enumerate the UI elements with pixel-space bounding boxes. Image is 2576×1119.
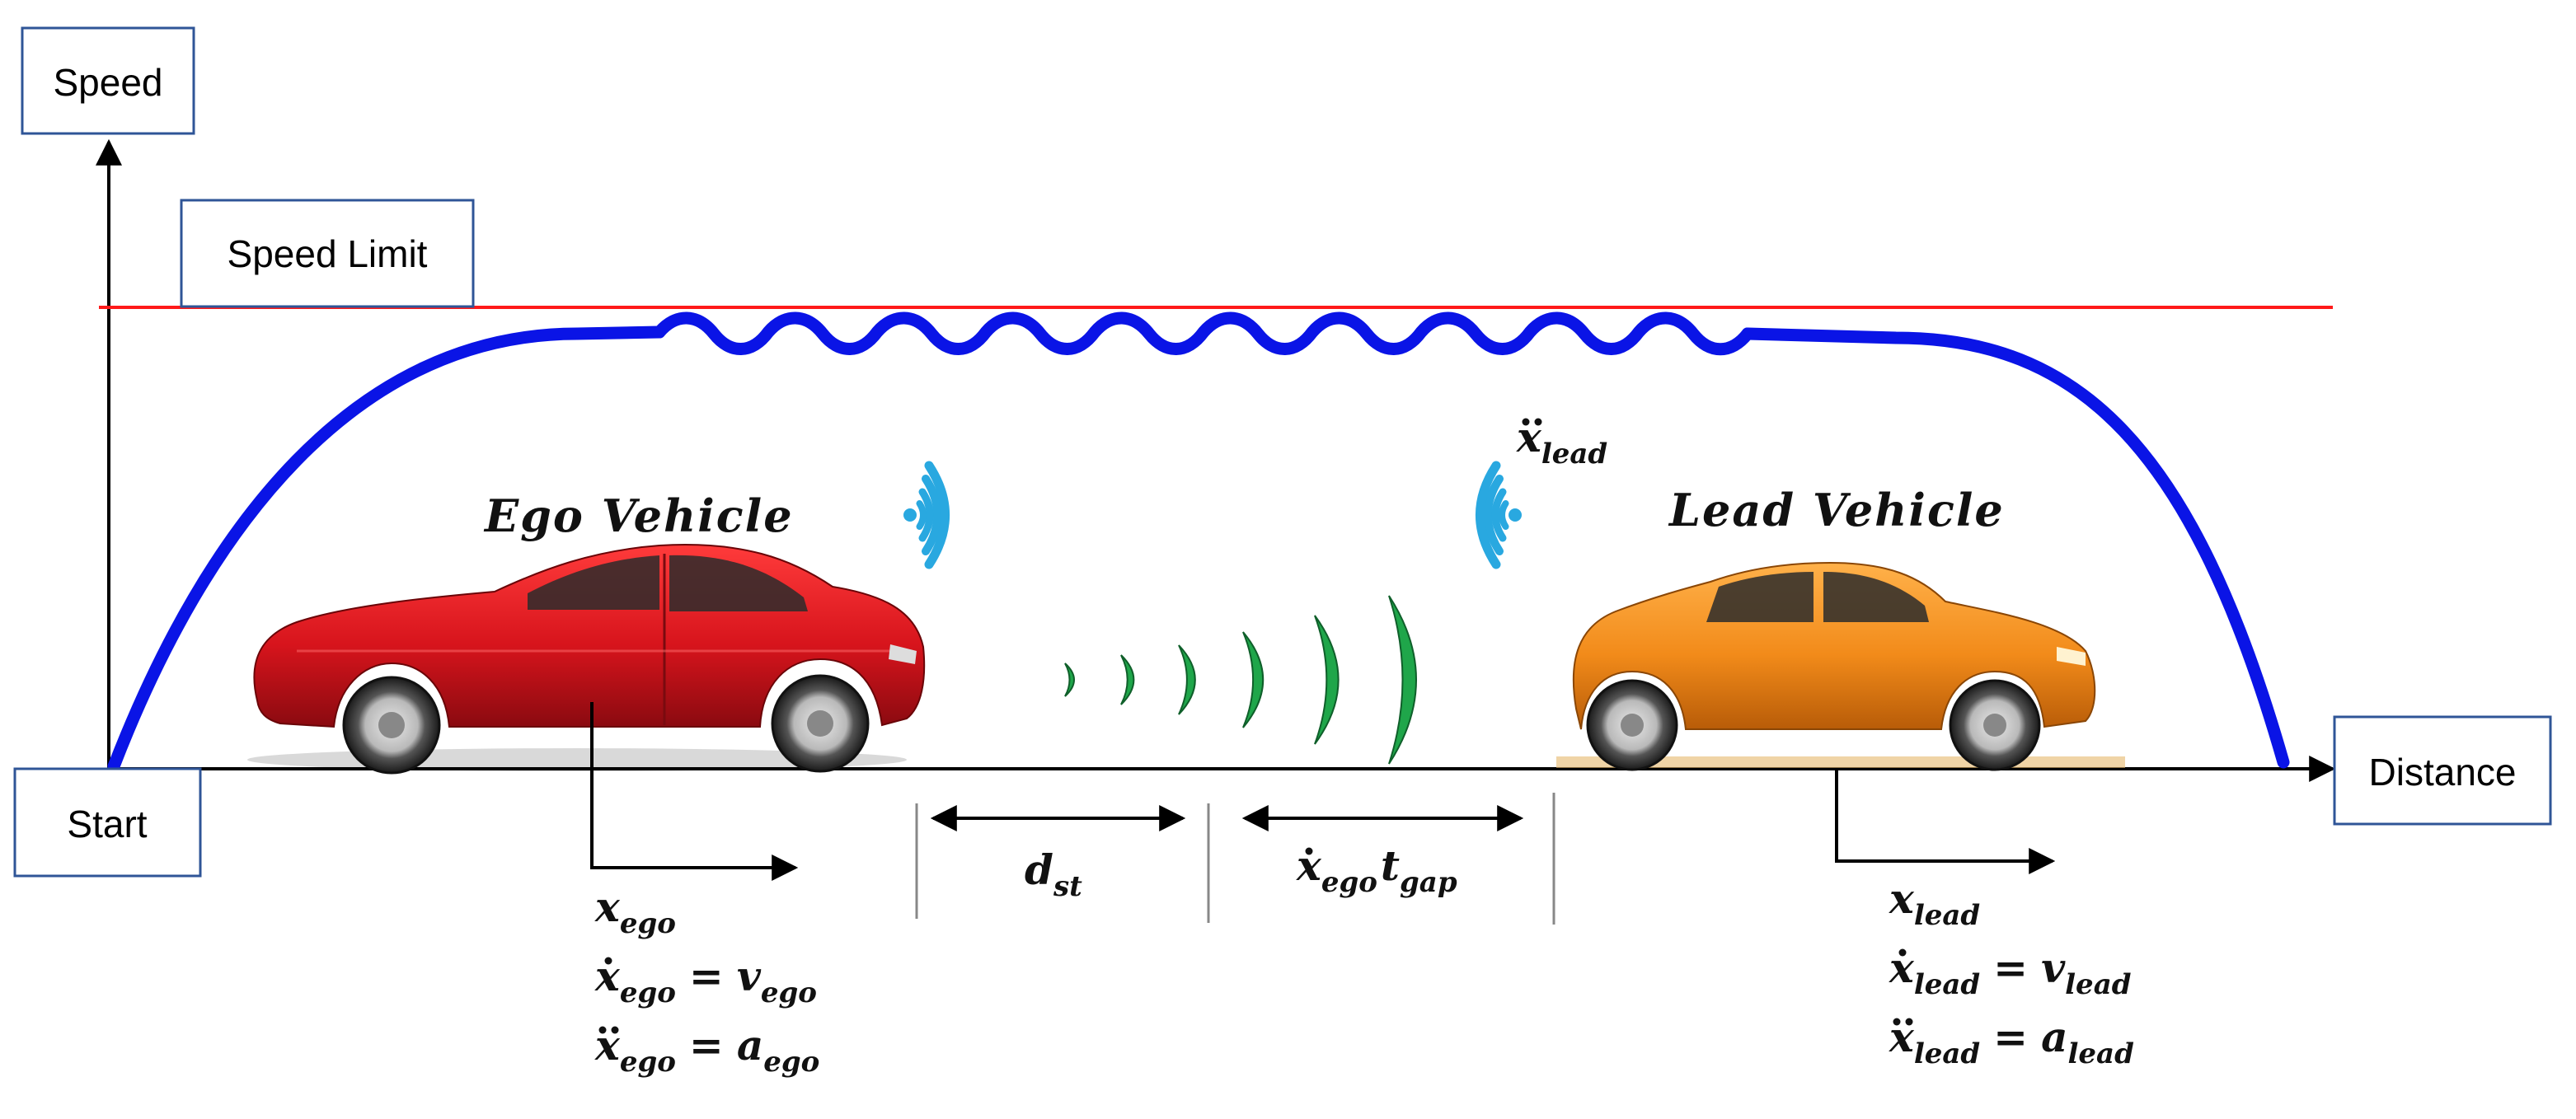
radar-arc [1178, 644, 1196, 715]
eq-alead-rhs: a [2041, 1013, 2067, 1061]
signal-dot [903, 508, 917, 522]
distance-label-box: Distance [2333, 715, 2552, 826]
start-label-box: Start [13, 767, 202, 878]
eq-xlead-acc-sub: lead [1541, 438, 1608, 471]
signal-arc [1498, 500, 1509, 530]
signal-arc [1476, 461, 1501, 569]
time-gap-label: xegotgap [1296, 841, 1457, 899]
svg-text:xlead: xlead [1516, 413, 1607, 471]
eq-dst-sub: st [1053, 870, 1082, 903]
eq-vlead-op: = [1993, 943, 2028, 992]
radar-wave-icon [1064, 595, 1417, 765]
eq-alead-op: = [1993, 1013, 2028, 1061]
eq-gap-base2: t [1381, 841, 1400, 890]
eq-vlead-lhs-sub: lead [1914, 968, 1981, 1001]
speed-profile-curve [107, 325, 666, 773]
eq-alead-rhs-sub: lead [2067, 1037, 2134, 1070]
eq-xego-sub: ego [620, 907, 676, 940]
speed-limit-label-box: Speed Limit [180, 199, 475, 308]
signal-dot [1509, 508, 1522, 522]
eq-aego-op: = [689, 1021, 724, 1070]
svg-text:xegotgap: xegotgap [1296, 841, 1457, 899]
lead-vehicle-title: Lead Vehicle [1668, 484, 2005, 536]
svg-text:xego=aego: xego=aego [594, 1021, 819, 1079]
lead-position-eq: xlead [1889, 874, 1980, 932]
eq-vego-rhs-sub: ego [761, 976, 817, 1009]
distance-label: Distance [2369, 751, 2517, 794]
lead-signal-icon [1476, 461, 1522, 569]
signal-arc [924, 461, 950, 569]
eq-aego-lhs-sub: ego [620, 1046, 676, 1079]
eq-vlead-rhs-sub: lead [2065, 968, 2132, 1001]
radar-arc [1120, 654, 1135, 705]
signal-arc [916, 500, 927, 530]
speed-label-box: Speed [21, 26, 195, 135]
eq-gap-sub1: ego [1321, 866, 1377, 899]
ego-vehicle-image [247, 544, 926, 775]
lead-acceleration-eq: xlead=alead [1889, 1013, 2134, 1070]
speed-label: Speed [53, 61, 162, 104]
eq-vego-op: = [689, 952, 724, 1000]
ego-velocity-eq: xego=vego [594, 952, 817, 1009]
svg-text:xlead=vlead: xlead=vlead [1889, 943, 2132, 1001]
svg-text:dst: dst [1025, 845, 1082, 903]
ego-acceleration-eq: xego=aego [594, 1021, 819, 1079]
speed-profile-descent [1741, 327, 2290, 769]
eq-vego-rhs: v [737, 952, 762, 1000]
lead-position-marker [1835, 770, 2056, 874]
dst-label: dst [1025, 845, 1082, 903]
svg-text:xlead: xlead [1889, 874, 1980, 932]
radar-arc [1388, 595, 1417, 765]
ego-position-marker [590, 702, 799, 881]
eq-xlead-sub: lead [1914, 899, 1981, 932]
start-label: Start [67, 803, 147, 845]
eq-gap-sub2: gap [1400, 866, 1457, 899]
lead-acceleration-label: xlead [1516, 413, 1607, 471]
signal-arc [1491, 488, 1507, 542]
eq-aego-rhs-sub: ego [763, 1046, 819, 1079]
svg-text:xego=vego: xego=vego [594, 952, 817, 1009]
eq-alead-lhs-sub: lead [1914, 1037, 1981, 1070]
ego-vehicle-title: Ego Vehicle [483, 489, 794, 542]
svg-text:xlead=alead: xlead=alead [1889, 1013, 2134, 1070]
lead-vehicle-image [1556, 561, 2125, 771]
eq-xego-base: x [594, 883, 621, 931]
signal-arc [918, 488, 934, 542]
ego-signal-icon [903, 461, 950, 569]
eq-aego-rhs: a [737, 1021, 763, 1070]
signal-arc [922, 475, 942, 555]
eq-vlead-rhs: v [2041, 943, 2066, 992]
speed-profile-oscillation [653, 311, 1754, 356]
radar-arc [1064, 663, 1075, 697]
lead-velocity-eq: xlead=vlead [1889, 943, 2132, 1001]
svg-text:xego: xego [594, 883, 676, 940]
eq-vego-lhs-sub: ego [620, 976, 676, 1009]
radar-arc [1314, 615, 1340, 745]
speed-limit-label: Speed Limit [228, 232, 428, 275]
eq-dst-base: d [1025, 845, 1053, 894]
radar-arc [1242, 631, 1265, 728]
ego-position-eq: xego [594, 883, 676, 940]
signal-arc [1483, 475, 1504, 555]
eq-xlead-base: x [1889, 874, 1915, 923]
